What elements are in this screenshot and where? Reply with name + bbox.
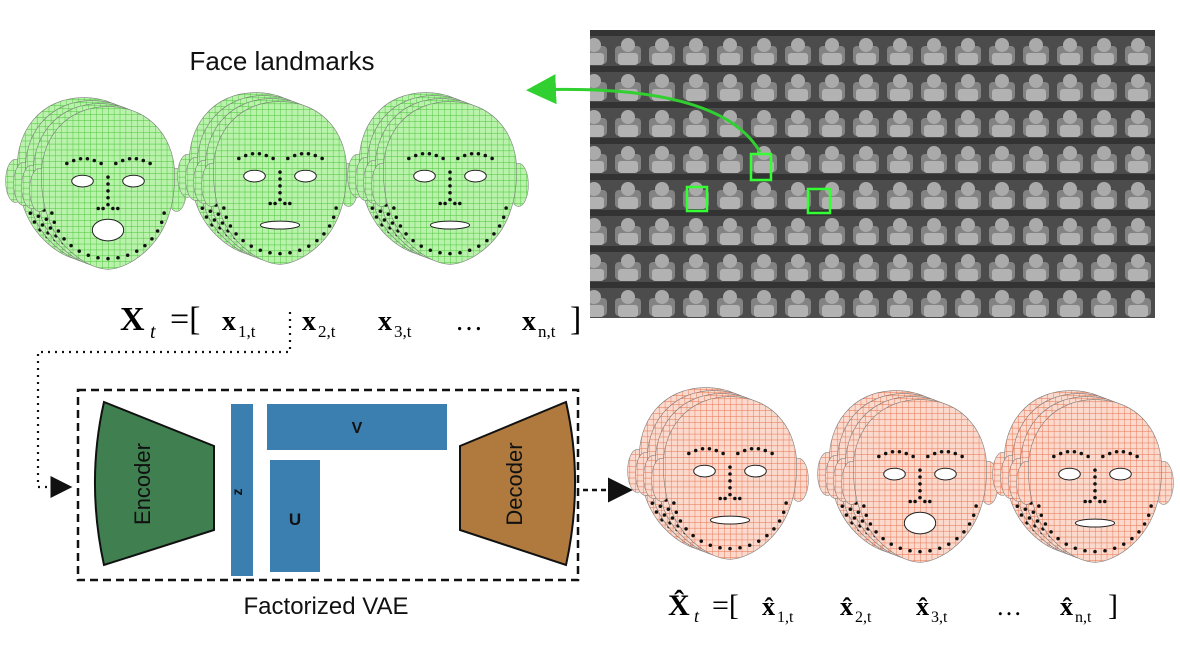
equation-term: x: [302, 306, 316, 337]
face-mesh-icon: [1016, 399, 1174, 563]
equation-term-sub: 1,t: [238, 322, 256, 341]
equation-equals: =[: [712, 589, 739, 622]
equation-term: x: [522, 306, 536, 337]
equation-lhs: X̂: [668, 589, 690, 622]
green-face-group: [5, 92, 529, 270]
equation-term: x̂: [762, 592, 775, 621]
equation-lhs-sub: t: [150, 321, 156, 343]
equation-ellipsis: …: [455, 306, 483, 337]
equation-term: x: [222, 306, 236, 337]
v-label: V: [352, 420, 363, 437]
encoder-label: Encoder: [130, 443, 155, 525]
equation-lhs-sub: t: [694, 606, 700, 626]
equation-ellipsis: …: [996, 592, 1022, 621]
highlight-box: [806, 187, 832, 215]
latent-z-block: [231, 404, 253, 576]
equation-term-sub: 1,t: [777, 609, 794, 626]
equation-term: x̂: [840, 592, 853, 621]
equation-term-sub: 2,t: [318, 322, 336, 341]
highlight-box: [685, 185, 709, 213]
z-label: z: [229, 489, 245, 496]
equation-term-sub: n,t: [538, 322, 556, 341]
equation-term: x̂: [1060, 592, 1073, 621]
equation-term-sub: n,t: [1075, 609, 1092, 626]
vae-box: [76, 388, 580, 582]
face-landmarks-label: Face landmarks: [190, 46, 375, 76]
face-mesh-icon: [201, 101, 359, 265]
equation-term: x: [378, 306, 392, 337]
equation-term-sub: 3,t: [394, 322, 412, 341]
arrow-icon: [526, 74, 762, 153]
input-equation: X t =[ x 1,t x 2,t x 3,t … x n,t ]: [120, 301, 581, 343]
decoder-block: [459, 400, 576, 567]
latent-u-block: [270, 460, 320, 572]
encoder-block: [94, 400, 215, 567]
output-equation: X̂ t =[ x̂ 1,t x̂ 2,t x̂ 3,t … x̂ n,t ]: [668, 589, 1118, 626]
equation-equals: =[: [170, 301, 201, 338]
factorized-vae-label: Factorized VAE: [244, 593, 409, 620]
latent-v-block: [267, 404, 447, 450]
decoder-label: Decoder: [502, 442, 527, 525]
equation-lhs: X: [120, 301, 145, 338]
highlight-box: [749, 152, 773, 182]
equation-close: ]: [1108, 589, 1118, 622]
equation-term-sub: 2,t: [855, 609, 872, 626]
audience-photo: [590, 30, 1155, 318]
face-mesh-icon: [371, 101, 529, 265]
equation-close: ]: [570, 301, 581, 338]
equation-term-sub: 3,t: [931, 609, 948, 626]
equation-term: x̂: [916, 592, 929, 621]
face-mesh-icon: [841, 399, 999, 563]
orange-face-group: [627, 387, 1174, 563]
u-label: U: [289, 510, 301, 529]
face-mesh-icon: [651, 396, 809, 560]
